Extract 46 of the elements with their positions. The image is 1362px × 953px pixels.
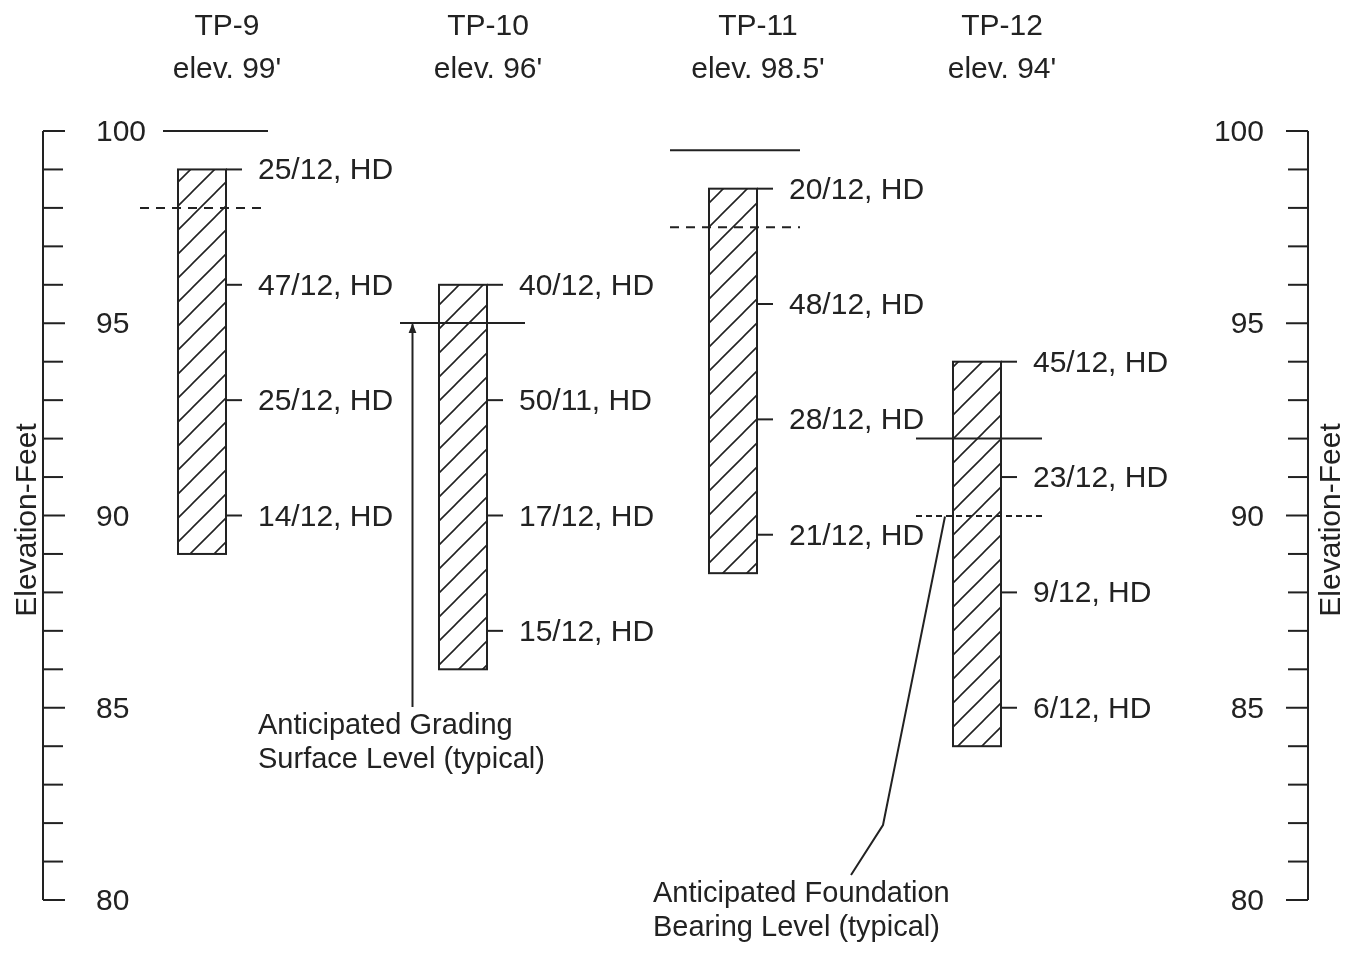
elevation-label: elev. 96' xyxy=(433,51,543,85)
elevation-label: elev. 98.5' xyxy=(691,51,825,85)
elevation-label: elev. 99' xyxy=(172,51,282,85)
axis-tick-label: 80 xyxy=(1230,883,1264,917)
test-pit-label: TP-9 xyxy=(194,8,260,42)
blow-count-label: 50/11, HD xyxy=(519,383,652,418)
leader-line xyxy=(408,323,417,708)
test-pit-label: TP-12 xyxy=(961,8,1043,42)
grading-level-line xyxy=(400,322,525,325)
axis-tick-label: 85 xyxy=(1230,690,1264,725)
blow-count-label: 6/12, HD xyxy=(1033,690,1152,725)
axis-tick-label: 100 xyxy=(96,114,147,148)
blow-count-label: 14/12, HD xyxy=(258,498,394,533)
blow-count-label: 40/12, HD xyxy=(519,267,655,302)
blow-count-label: 25/12, HD xyxy=(258,383,394,418)
test-pit-column xyxy=(177,168,243,555)
blow-count-label: 28/12, HD xyxy=(789,402,925,437)
blow-count-label: 48/12, HD xyxy=(789,287,925,321)
axis-title: Elevation-Feet xyxy=(1313,423,1347,617)
blow-count-label: 45/12, HD xyxy=(1033,344,1169,379)
blow-count-label: 21/12, HD xyxy=(789,517,925,552)
blow-count-label: 9/12, HD xyxy=(1033,575,1152,610)
test-pit-column xyxy=(952,360,1018,748)
axis-tick-label: 80 xyxy=(96,883,130,917)
blow-count-label: 20/12, HD xyxy=(789,171,925,206)
blow-count-label: 25/12, HD xyxy=(258,152,394,187)
test-pit-label: TP-10 xyxy=(447,8,529,42)
axis-tick-label: 90 xyxy=(1230,498,1264,533)
blow-count-label: 15/12, HD xyxy=(519,613,655,648)
bearing-level-line xyxy=(916,514,1042,517)
note-text: Anticipated Grading Surface Level (typical) xyxy=(258,707,598,775)
axis-tick-label: 85 xyxy=(96,690,130,725)
blow-count-label: 17/12, HD xyxy=(519,498,655,533)
blow-count-label: 47/12, HD xyxy=(258,267,394,302)
axis-title: Elevation-Feet xyxy=(9,423,43,617)
axis-tick-label: 100 xyxy=(1213,114,1264,148)
note-text: Anticipated Foundation Bearing Level (typical) xyxy=(653,875,1013,943)
test-pit-label: TP-11 xyxy=(718,8,798,42)
leader-line xyxy=(850,515,946,876)
axis-tick-label: 95 xyxy=(96,306,130,341)
elevation-label: elev. 94' xyxy=(947,51,1057,85)
test-pit-column xyxy=(438,283,504,671)
blow-count-label: 23/12, HD xyxy=(1033,460,1169,495)
axis-tick-label: 95 xyxy=(1230,306,1264,341)
test-pit-column xyxy=(708,187,774,575)
axis-tick-label: 90 xyxy=(96,498,130,533)
